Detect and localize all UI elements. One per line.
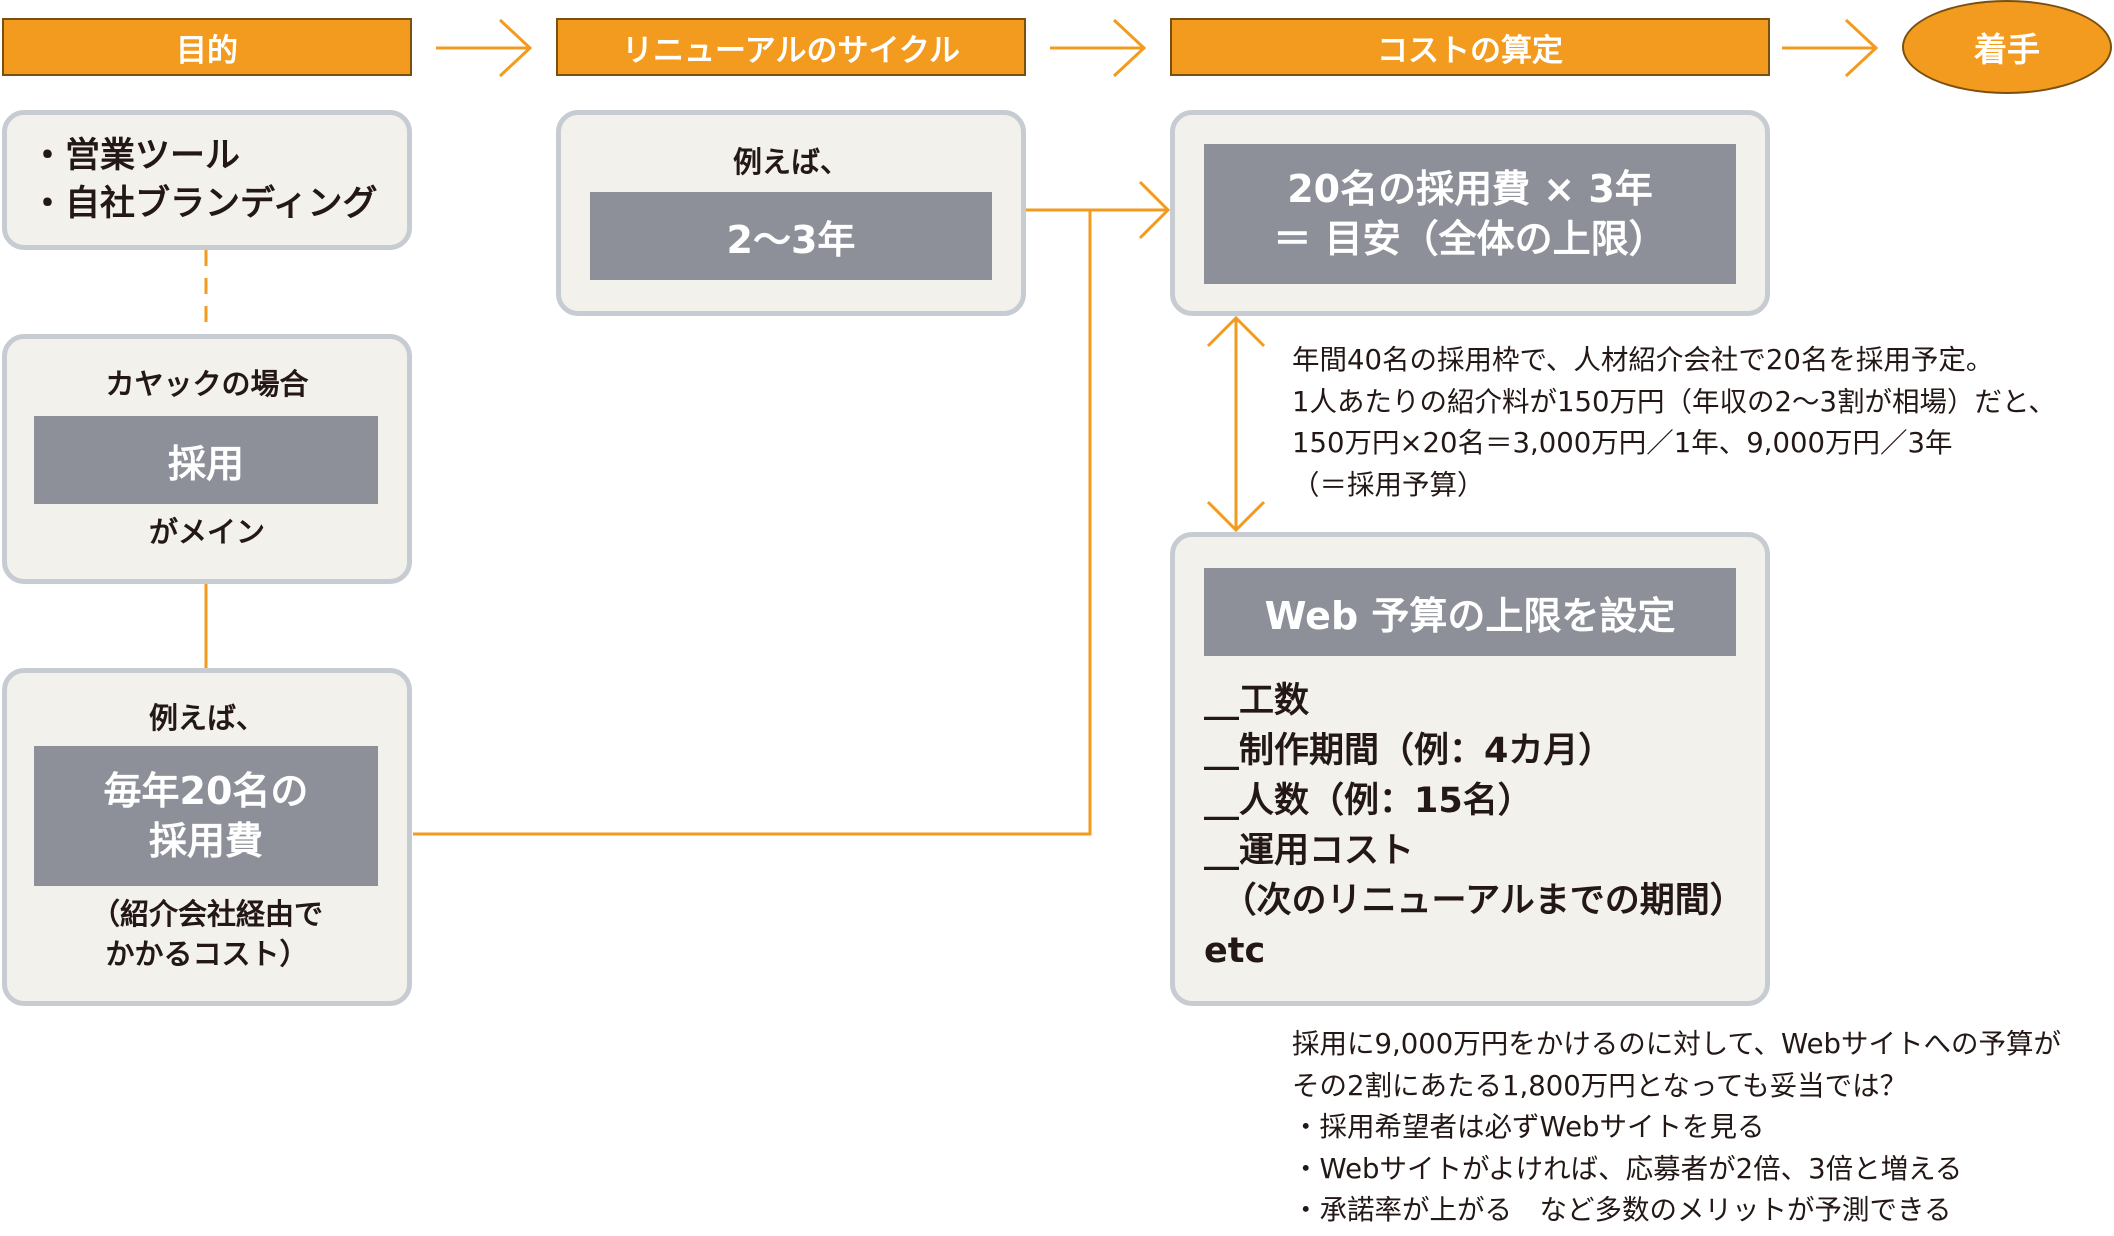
bottom-note: 採用に9,000万円をかけるのに対して、Webサイトへの予算が その2割にあたる…	[1292, 1024, 2061, 1232]
example-highlight-line2: 採用費	[148, 819, 263, 863]
purpose-item-branding: ・自社ブランディング	[30, 184, 378, 224]
cycle-highlight-label: 2〜3年	[726, 217, 856, 262]
budget-note-line: （＝採用予算）	[1292, 468, 1485, 501]
kayak-highlight-hiring: 採用	[34, 416, 378, 504]
bottom-note-line: ・採用希望者は必ずWebサイトを見る	[1292, 1111, 1765, 1143]
double-arrow-top-head	[1206, 315, 1266, 348]
bottom-note-line: その2割にあたる1,800万円となっても妥当では？	[1292, 1069, 1908, 1102]
web-budget-title: Web 予算の上限を設定	[1264, 593, 1676, 638]
budget-highlight: 20名の採用費 × 3年 ＝ 目安（全体の上限）	[1204, 144, 1736, 284]
header-start-oval: 着手	[1902, 0, 2112, 94]
web-item-manhours: __工数	[1204, 681, 1310, 721]
kayak-highlight-label: 採用	[167, 441, 244, 486]
kayak-suffix: がメイン	[148, 515, 265, 549]
budget-line1: 20名の採用費 × 3年	[1287, 167, 1653, 211]
budget-note-line: 150万円×20名＝3,000万円／1年、9,000万円／3年	[1292, 427, 1953, 459]
header-cycle: リニューアルのサイクル	[556, 18, 1026, 76]
bottom-note-line: ・承諾率が上がる など多数のメリットが予測できる	[1292, 1194, 1952, 1226]
header-cycle-label: リニューアルのサイクル	[622, 32, 960, 69]
web-item-operation-period: （次のリニューアルまでの期間）	[1204, 881, 1745, 921]
bottom-note-line: 採用に9,000万円をかけるのに対して、Webサイトへの予算が	[1292, 1028, 2061, 1060]
web-item-headcount: __人数（例：15名）	[1204, 781, 1533, 821]
arrow-cycle-to-cost-head	[1112, 18, 1147, 78]
purpose-item-sales-tool: ・営業ツール	[30, 136, 241, 176]
example-label: 例えば、	[148, 701, 265, 735]
web-budget-title-bar: Web 予算の上限を設定	[1204, 568, 1736, 656]
example-highlight-line1: 毎年20名の	[103, 769, 309, 813]
web-item-etc: etc	[1204, 931, 1266, 971]
header-start-label: 着手	[1974, 30, 2040, 69]
web-item-production-period: __制作期間（例：4カ月）	[1204, 731, 1614, 771]
budget-note-line: 1人あたりの紹介料が150万円（年収の2〜3割が相場）だと、	[1292, 385, 2056, 418]
arrow-purpose-to-cycle-head	[498, 18, 533, 78]
web-item-operation-cost: __運用コスト	[1204, 831, 1415, 871]
cycle-label: 例えば、	[732, 145, 849, 179]
example-note-line2: かかるコスト）	[105, 937, 309, 971]
cycle-to-budget-arrowhead	[1138, 180, 1171, 240]
budget-note-line: 年間40名の採用枠で、人材紹介会社で20名を採用予定。	[1292, 344, 1994, 376]
example-highlight-hiring-cost: 毎年20名の 採用費	[34, 746, 378, 886]
header-purpose: 目的	[2, 18, 412, 76]
example-note-line1: （紹介会社経由で	[90, 897, 323, 931]
arrow-cost-to-start-head	[1844, 18, 1879, 78]
header-cost-label: コストの算定	[1377, 32, 1563, 69]
bottom-note-line: ・Webサイトがよければ、応募者が2倍、3倍と増える	[1292, 1152, 1963, 1185]
budget-line2: ＝ 目安（全体の上限）	[1273, 217, 1667, 261]
purpose-box	[2, 110, 412, 250]
header-cost: コストの算定	[1170, 18, 1770, 76]
kayak-label: カヤックの場合	[105, 367, 309, 401]
budget-note: 年間40名の採用枠で、人材紹介会社で20名を採用予定。 1人あたりの紹介料が15…	[1292, 340, 2056, 506]
cycle-highlight-years: 2〜3年	[590, 192, 992, 280]
example-to-budget-line	[413, 210, 1092, 836]
header-purpose-label: 目的	[176, 32, 238, 69]
double-arrow-bottom-head	[1206, 500, 1266, 533]
